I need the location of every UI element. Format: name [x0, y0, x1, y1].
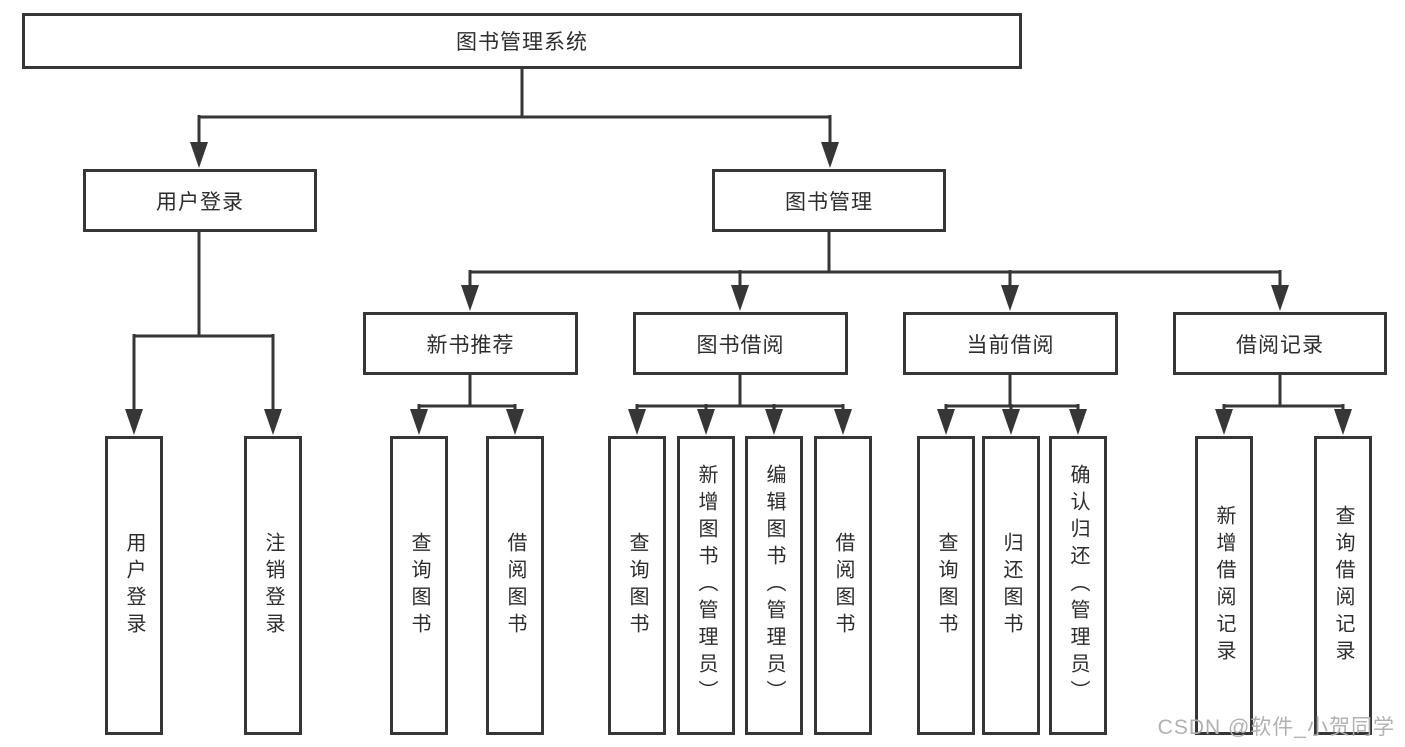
leaf-add-book-admin: 新增图书（管理员）: [677, 436, 735, 735]
leaf-user-login-label: 用户登录: [123, 531, 145, 640]
leaf-recommend-query-book-label: 查询图书: [408, 531, 430, 640]
leaf-confirm-return-admin: 确认归还（管理员）: [1049, 436, 1107, 735]
node-current-borrow-label: 当前借阅: [966, 333, 1055, 357]
leaf-borrow-book-label: 借阅图书: [832, 531, 854, 640]
leaf-user-login: 用户登录: [105, 436, 163, 735]
leaf-add-borrow-record: 新增借阅记录: [1195, 436, 1253, 735]
node-book-management: 图书管理: [712, 169, 946, 232]
node-book-borrow: 图书借阅: [633, 312, 848, 375]
node-current-borrow: 当前借阅: [903, 312, 1118, 375]
leaf-add-book-admin-label: 新增图书（管理员）: [695, 464, 717, 707]
node-book-borrow-label: 图书借阅: [696, 333, 785, 357]
leaf-current-query-book-label: 查询图书: [935, 531, 957, 640]
leaf-borrow-query-book: 查询图书: [608, 436, 666, 735]
leaf-current-query-book: 查询图书: [917, 436, 975, 735]
node-user-login: 用户登录: [83, 169, 317, 232]
node-borrow-records: 借阅记录: [1173, 312, 1387, 375]
leaf-query-borrow-record-label: 查询借阅记录: [1332, 504, 1354, 667]
node-book-management-label: 图书管理: [785, 190, 873, 214]
leaf-edit-book-admin-label: 编辑图书（管理员）: [763, 464, 785, 707]
leaf-confirm-return-admin-label: 确认归还（管理员）: [1067, 464, 1089, 707]
leaf-logout: 注销登录: [244, 436, 302, 735]
leaf-logout-label: 注销登录: [262, 531, 284, 640]
node-user-login-label: 用户登录: [156, 190, 244, 214]
watermark-text: CSDN @软件_小贺同学: [1157, 716, 1395, 739]
node-new-book-recommend: 新书推荐: [363, 312, 578, 375]
leaf-return-book: 归还图书: [982, 436, 1040, 735]
leaf-edit-book-admin: 编辑图书（管理员）: [745, 436, 803, 735]
node-root: 图书管理系统: [22, 13, 1022, 69]
leaf-add-borrow-record-label: 新增借阅记录: [1213, 504, 1235, 667]
node-new-book-recommend-label: 新书推荐: [426, 333, 515, 357]
leaf-query-borrow-record: 查询借阅记录: [1314, 436, 1372, 735]
node-root-label: 图书管理系统: [456, 31, 588, 54]
leaf-recommend-query-book: 查询图书: [390, 436, 448, 735]
leaf-recommend-borrow-book: 借阅图书: [486, 436, 544, 735]
leaf-return-book-label: 归还图书: [1000, 531, 1022, 640]
leaf-borrow-query-book-label: 查询图书: [626, 531, 648, 640]
leaf-recommend-borrow-book-label: 借阅图书: [504, 531, 526, 640]
node-borrow-records-label: 借阅记录: [1236, 333, 1324, 357]
leaf-borrow-book: 借阅图书: [814, 436, 872, 735]
